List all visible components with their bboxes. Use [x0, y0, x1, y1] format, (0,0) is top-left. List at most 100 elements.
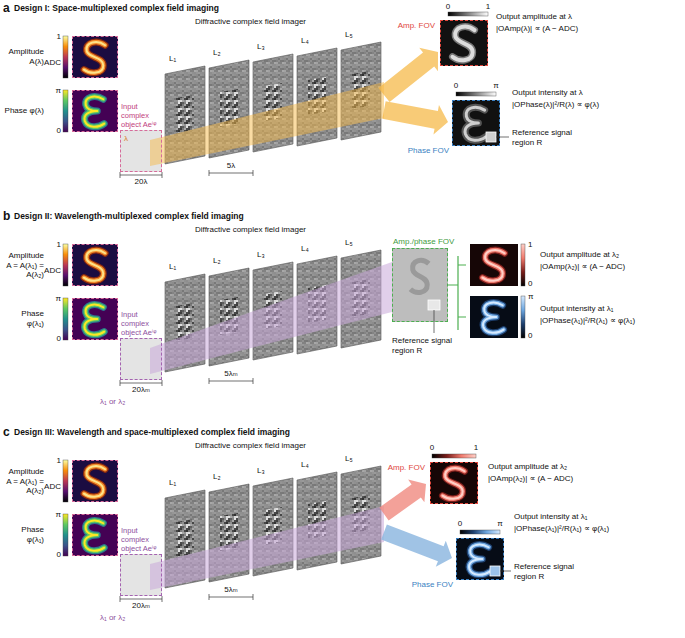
colorbar-tick: π [497, 519, 503, 529]
panel-title: Design II: Wavelength-multiplexed comple… [14, 211, 244, 221]
image-background [452, 100, 500, 146]
beam-arrow [379, 480, 426, 521]
dimension-label: 5λₘ [224, 369, 237, 379]
reference-region [428, 300, 440, 310]
colorbar-tick: 0 [458, 519, 462, 529]
amplitude-fov: Amp. FOV [440, 20, 488, 66]
digit-stroke [85, 521, 105, 551]
imager-label: Diffractive complex field imager [195, 441, 306, 451]
output-formula: |OAmp(λ)| ∝ (A − ADC) [496, 24, 578, 34]
leader-line [500, 571, 511, 572]
reference-region [490, 566, 500, 576]
wavelength-label: λ [124, 134, 128, 144]
wavelength-label: λ₁ or λ₂ [100, 613, 125, 623]
layer-label: L₄ [301, 244, 309, 254]
colorbar [456, 92, 496, 96]
panel-letter: a [3, 1, 10, 15]
output-description: Output amplitude at λ₂ [488, 462, 567, 472]
dimension-label: 5λ [227, 161, 235, 171]
digit-stroke [482, 250, 504, 281]
layer-label: L₁ [169, 478, 176, 488]
colorbar-tick: 0 [57, 126, 61, 136]
dimension-label: 20λ [135, 177, 148, 187]
beam-arrow [381, 525, 452, 567]
colorbar-tick: 0 [57, 550, 61, 560]
image-background [470, 244, 518, 286]
light-beam [150, 262, 392, 374]
colorbar-tick: 0 [430, 443, 434, 453]
node-label: Phase φ(λ₁) [2, 309, 44, 328]
amplitude-image: Amplitude A = A(λ₁) = A(λ₂) [72, 460, 118, 502]
node-label: Amp. FOV [388, 463, 425, 473]
colorbar [521, 296, 525, 338]
layer-pattern [176, 519, 194, 557]
light-beam [150, 506, 384, 590]
colorbar-tick: 0 [446, 2, 450, 12]
digit-stroke [85, 521, 105, 551]
colorbar-tick: ADC [44, 482, 61, 492]
colorbar [460, 530, 500, 534]
dimension-label: 20λₘ [132, 601, 150, 611]
colorbar [521, 244, 525, 286]
amplitude-image: Amplitude A = A(λ₁) = A(λ₂) [72, 244, 118, 286]
panel-letter: c [3, 425, 10, 439]
image-background [72, 460, 118, 502]
phase-image: Phase φ(λ) [72, 90, 118, 132]
output-description: Output intensity at λ₁ [514, 512, 587, 522]
colorbar-tick: ADC [44, 58, 61, 68]
image-background [72, 514, 118, 556]
digit-stroke [482, 250, 504, 281]
colorbar-tick: 0 [528, 331, 532, 341]
colorbar [63, 36, 68, 78]
phase-image: Phase φ(λ₁) [72, 514, 118, 556]
digit-stroke [84, 42, 105, 73]
layer-label: L₃ [257, 250, 265, 260]
output-formula: |OAmp(λ₂)| ∝ (A − ADC) [488, 474, 573, 484]
layer-label: L₂ [213, 472, 221, 482]
digit-stroke [465, 107, 486, 140]
digit-stroke [483, 303, 504, 333]
node-label: Amp./phase FOV [393, 237, 473, 247]
colorbar-tick: 1 [57, 456, 61, 466]
bracket [448, 256, 466, 330]
digit-stroke [442, 468, 464, 499]
digit-stroke [482, 250, 504, 281]
digit-stroke [84, 466, 105, 497]
image-background [456, 538, 504, 580]
reference-region [486, 132, 496, 142]
digit-stroke [84, 466, 105, 497]
node-label: Amp. FOV [398, 21, 435, 31]
image-background [440, 20, 488, 66]
colorbar-tick: 1 [57, 240, 61, 250]
digit-stroke [410, 260, 428, 292]
node-label: Phase φ(λ₁) [2, 525, 44, 544]
layer-label: L₁ [169, 262, 176, 272]
imager-label: Diffractive complex field imager [195, 225, 306, 235]
colorbar-tick: ADC [44, 266, 61, 276]
node-label: Input complex object Aeⁱᵠ [121, 102, 165, 129]
colorbar-tick: 1 [486, 2, 490, 12]
layer-label: L₅ [345, 454, 353, 464]
reference-label: Reference signal region R [514, 562, 580, 581]
output-formula: |OAmp(λ₂)| ∝ (A − ADC) [540, 262, 625, 272]
colorbar-tick: π [55, 510, 61, 520]
node-label: Input complex object Aeⁱᵠ [121, 526, 165, 553]
digit-stroke [84, 42, 105, 73]
digit-stroke [442, 468, 464, 499]
image-background [72, 298, 118, 340]
dimension-line [209, 594, 253, 600]
digit-stroke [84, 250, 105, 281]
digit-stroke [85, 521, 105, 551]
output-plane: Amp./phase FOV [392, 248, 448, 322]
beam-arrow [378, 48, 438, 102]
dimension-label: 20λₘ [132, 385, 150, 395]
digit-stroke [452, 27, 474, 61]
node-label: Input complex object Aeⁱᵠ [121, 310, 165, 337]
amplitude-fov: Amp. FOV [430, 462, 478, 504]
colorbar-tick: 0 [528, 279, 532, 289]
colorbar [63, 514, 68, 556]
digit-stroke [452, 27, 474, 61]
layer-label: L₂ [213, 48, 221, 58]
image-background [470, 296, 518, 338]
